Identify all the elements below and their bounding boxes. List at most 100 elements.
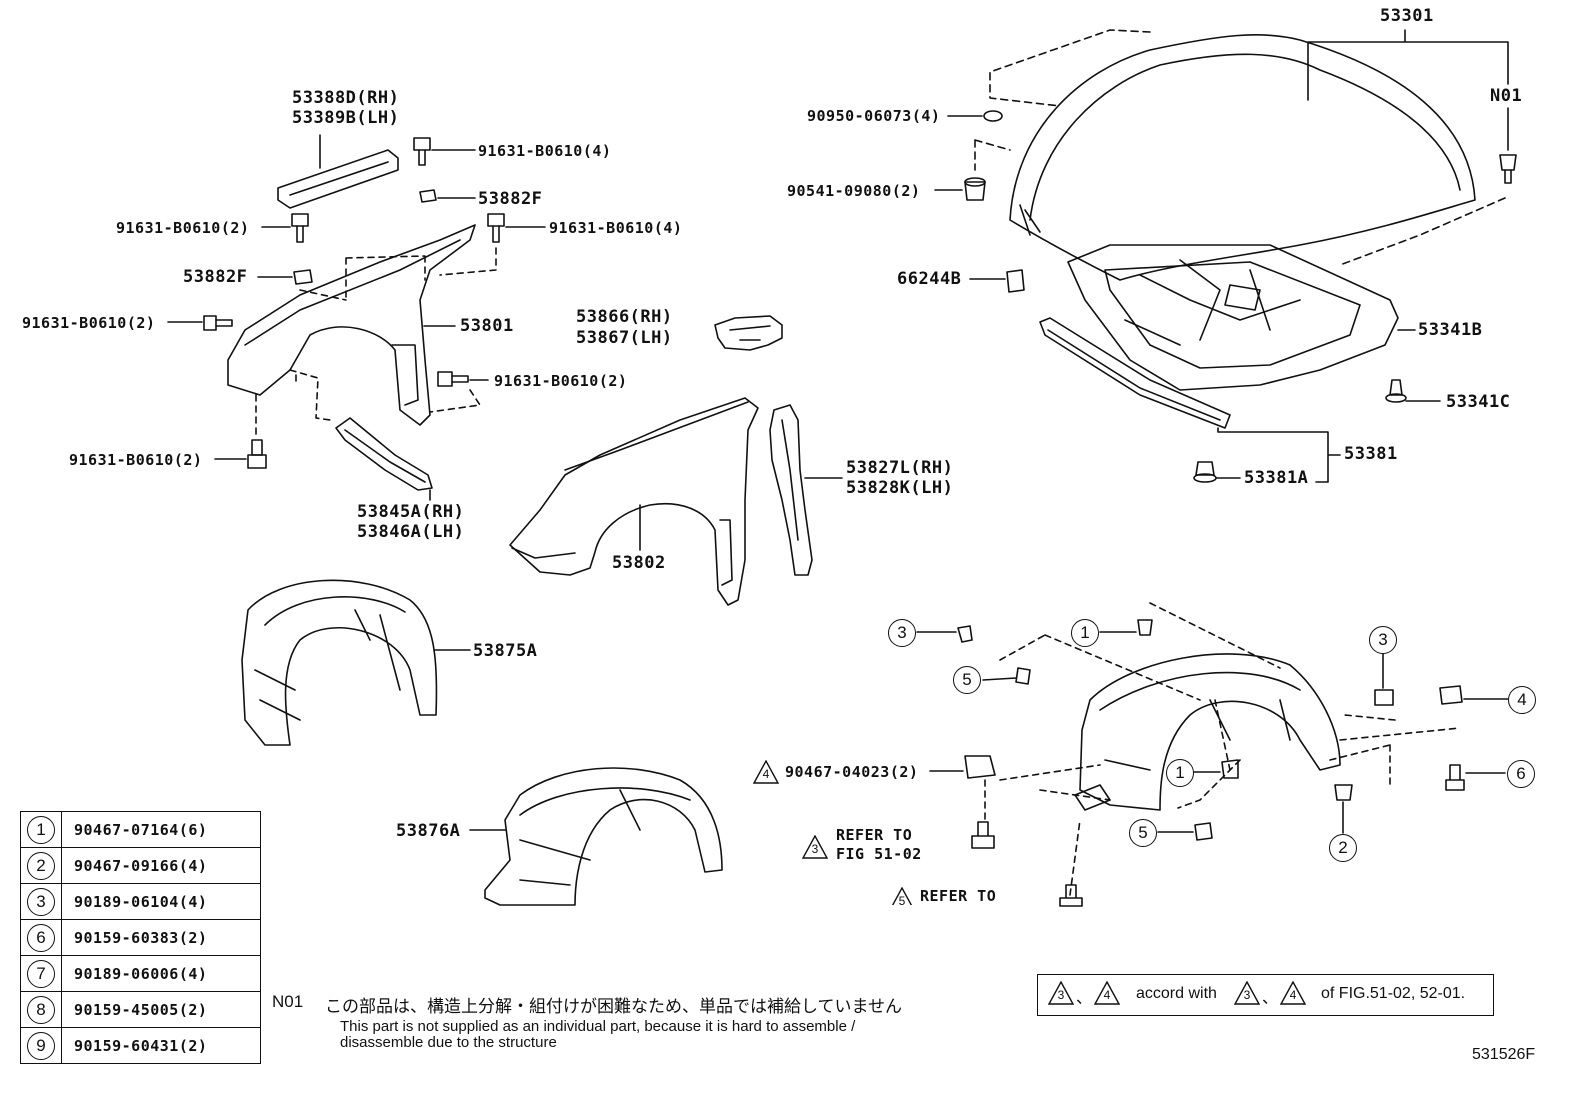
bolt-mid (437, 371, 469, 387)
fastener-1-top (1137, 619, 1153, 636)
accord-text-1: accord with (1136, 985, 1217, 1002)
fastener-4-right (1439, 685, 1463, 705)
label-hood-cushion: 90950-06073(4) (807, 107, 941, 125)
hood-bumper (964, 177, 986, 201)
accord-sep-1: 、 (1076, 990, 1093, 1007)
bolt-bottom (247, 439, 267, 469)
rear-liner-drawing (484, 767, 723, 906)
label-retainer-left: 53882F (183, 267, 248, 287)
accord-triangle-3: 3 (1048, 981, 1074, 1005)
dash-right-liner (984, 602, 1461, 896)
bolt-side (203, 315, 233, 331)
label-hood-bumper: 90541-09080(2) (787, 182, 921, 200)
fastener-5-top (1015, 667, 1031, 685)
legend-part-number: 90159-45005(2) (61, 991, 261, 1028)
label-hood-seal: 53381 (1344, 444, 1398, 464)
note-english-line2: disassemble due to the structure (340, 1034, 557, 1051)
bolt-left (291, 213, 309, 243)
callout-3-right: 3 (1369, 626, 1397, 654)
label-fig-a: FIG 51-02 (836, 845, 922, 863)
accord-triangle-4-num: 4 (1103, 988, 1111, 1002)
label-bolt-mid: 91631-B0610(2) (494, 372, 628, 390)
legend-num-cell: 1 (20, 811, 62, 848)
legend-num-cell: 8 (20, 991, 62, 1028)
front-liner-drawing (241, 579, 438, 746)
accord-triangle-4b: 4 (1280, 981, 1306, 1005)
callout-1-mid: 1 (1166, 759, 1194, 787)
label-protector-lh: 53828K(LH) (846, 478, 954, 498)
legend-num-cell: 7 (20, 955, 62, 992)
legend-part-number: 90159-60431(2) (61, 1027, 261, 1064)
fastener-refer-b (1059, 884, 1083, 907)
label-fender-seal-rh: 53388D(RH) (292, 88, 400, 108)
legend-part-number: 90159-60383(2) (61, 919, 261, 956)
bracket-drawing (335, 417, 433, 491)
leader-53301 (1307, 29, 1509, 101)
legend-num-cell: 2 (20, 847, 62, 884)
label-spacer-rh: 53866(RH) (576, 307, 673, 327)
callout-1-top: 1 (1071, 619, 1099, 647)
callout-2-bottom: 2 (1329, 834, 1357, 862)
rear-liner-right-drawing (1074, 653, 1341, 811)
dash-hood-2 (974, 139, 1011, 171)
dash-apron (299, 247, 497, 301)
bolt-top (413, 137, 431, 166)
hood-drawing (1009, 34, 1476, 281)
label-n01: N01 (1490, 86, 1523, 106)
accord-triangle-4: 4 (1094, 981, 1120, 1005)
triangle-4-num: 4 (762, 767, 770, 781)
label-clip-90467: 90467-04023(2) (785, 763, 919, 781)
label-bracket-lh: 53846A(LH) (357, 522, 465, 542)
label-front-fender: 53802 (612, 553, 666, 573)
label-bolt-side: 91631-B0610(2) (22, 314, 156, 332)
triangle-5: 5 (889, 887, 915, 905)
label-bolt-top: 91631-B0610(4) (478, 142, 612, 160)
callout-5-top: 5 (953, 666, 981, 694)
label-insulator-clip: 53341C (1446, 392, 1511, 412)
accord-triangle-3b: 3 (1234, 981, 1260, 1005)
label-seal-clip: 53381A (1244, 468, 1309, 488)
triangle-3-num: 3 (811, 842, 819, 856)
label-protector-rh: 53827L(RH) (846, 458, 954, 478)
accord-note-box: 3 、 4 accord with 3 、 4 of FIG.51-02, 52… (1037, 974, 1494, 1016)
spacer-drawing (714, 315, 783, 351)
accord-triangle-3-num: 3 (1057, 988, 1065, 1002)
note-japanese: この部品は、構造上分解・組付けが困難なため、単品では補給していません (325, 997, 902, 1016)
fastener-refer-a (971, 821, 995, 849)
retainer-left (293, 269, 313, 285)
legend-callout: 8 (27, 996, 55, 1024)
insulator-clip (1385, 379, 1407, 403)
bolt-right (487, 213, 505, 243)
label-hood-insulator: 53341B (1418, 320, 1483, 340)
accord-sep-2: 、 (1262, 990, 1279, 1007)
protector-drawing (769, 404, 813, 576)
accord-triangle-4b-num: 4 (1289, 988, 1297, 1002)
callout-4-right: 4 (1508, 686, 1536, 714)
triangle-4: 4 (753, 760, 779, 784)
label-bolt-bottom: 91631-B0610(2) (69, 451, 203, 469)
fastener-5-bottom (1194, 822, 1213, 841)
fastener-1-mid (1221, 759, 1239, 779)
label-bolt-left: 91631-B0610(2) (116, 219, 250, 237)
retainer-top (419, 189, 437, 203)
dash-hood-1 (989, 29, 1151, 107)
legend-callout: 6 (27, 924, 55, 952)
label-liner-rear: 53876A (396, 821, 461, 841)
front-fender-drawing (509, 397, 759, 606)
legend-callout: 2 (27, 852, 55, 880)
legend-callout: 9 (27, 1032, 55, 1060)
dash-hood-3 (1339, 197, 1506, 266)
label-fender-seal-lh: 53389B(LH) (292, 108, 400, 128)
legend-part-number: 90189-06104(4) (61, 883, 261, 920)
hood-insulator-drawing (1067, 244, 1399, 391)
fastener-3-top (957, 625, 973, 643)
hood-label-tag (1006, 269, 1025, 293)
fastener-3-right (1374, 689, 1394, 706)
